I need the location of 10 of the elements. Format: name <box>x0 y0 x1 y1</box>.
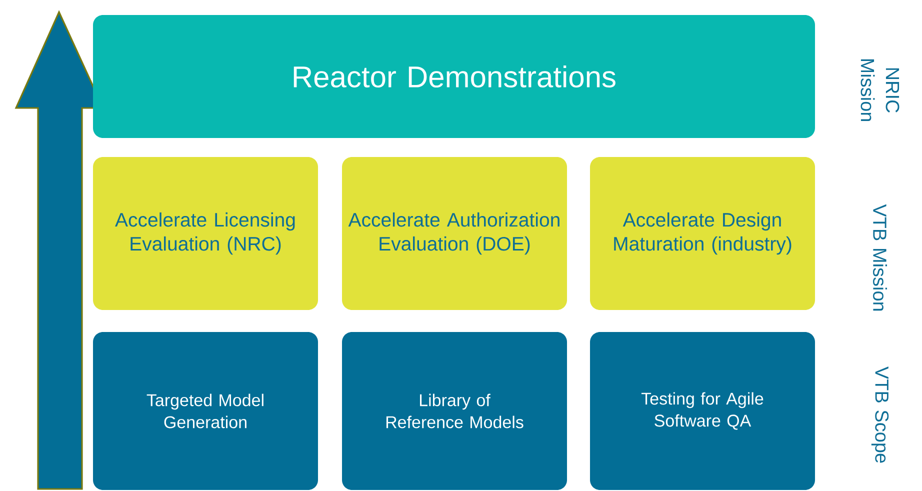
scope-box: Testing for Agile Software QA <box>590 332 815 490</box>
goal-box: Accelerate Authorization Evaluation (DOE) <box>342 157 567 310</box>
goal-box: Accelerate Design Maturation (industry) <box>590 157 815 310</box>
scope-box: Targeted Model Generation <box>93 332 318 490</box>
banner-box: Reactor Demonstrations <box>93 15 815 138</box>
goal-box: Accelerate Licensing Evaluation (NRC) <box>93 157 318 310</box>
row-label: NRIC Mission <box>860 59 900 121</box>
row-label: VTB Scope <box>871 366 889 463</box>
scope-box: Library of Reference Models <box>342 332 567 490</box>
row-label: VTB Mission <box>873 204 887 311</box>
